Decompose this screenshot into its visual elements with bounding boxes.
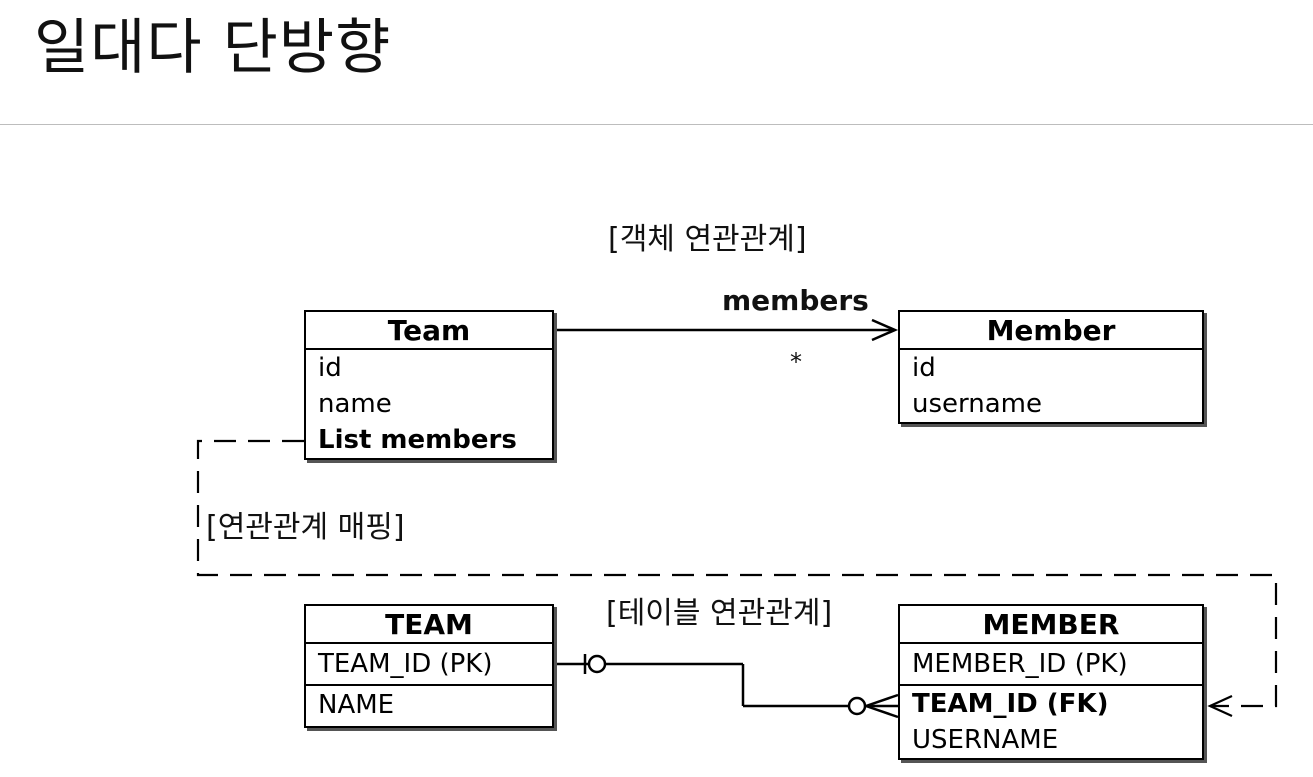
team-class-box: Team id name List members bbox=[304, 310, 554, 460]
table-relation-label: [테이블 연관관계] bbox=[606, 596, 833, 631]
many-circle bbox=[847, 696, 867, 716]
team-field-id: id bbox=[318, 353, 342, 383]
team-field-name: name bbox=[318, 389, 392, 419]
team-table-name: TEAM bbox=[306, 606, 552, 644]
member-field-id: id bbox=[912, 353, 936, 383]
one-circle bbox=[587, 654, 607, 674]
team-field-members: List members bbox=[318, 425, 517, 455]
member-class-name: Member bbox=[900, 312, 1202, 350]
mapping-arrowhead bbox=[1207, 694, 1233, 718]
relation-mapping-label: [연관관계 매핑] bbox=[206, 502, 405, 546]
team-class-name: Team bbox=[306, 312, 552, 350]
member-field-username: username bbox=[912, 389, 1042, 419]
member-class-box: Member id username bbox=[898, 310, 1204, 424]
member-column-team-id: TEAM_ID (FK) bbox=[912, 689, 1109, 719]
crowfoot-top bbox=[865, 693, 899, 708]
multiplicity-label: * bbox=[790, 348, 802, 376]
member-table-box: MEMBER MEMBER_ID (PK) TEAM_ID (FK) USERN… bbox=[898, 604, 1204, 760]
mapping-dashed-path bbox=[196, 439, 1278, 708]
association-name-label: members bbox=[722, 284, 869, 317]
team-column-team-id: TEAM_ID (PK) bbox=[306, 644, 552, 686]
title-divider bbox=[0, 124, 1313, 125]
member-column-member-id: MEMBER_ID (PK) bbox=[900, 644, 1202, 686]
association-arrowhead bbox=[871, 318, 899, 342]
crowfoot-bottom bbox=[865, 704, 899, 719]
page-title: 일대다 단방향 bbox=[34, 13, 392, 83]
member-column-username: USERNAME bbox=[912, 725, 1059, 755]
team-table-box: TEAM TEAM_ID (PK) NAME bbox=[304, 604, 554, 728]
member-table-name: MEMBER bbox=[900, 606, 1202, 644]
team-column-name: NAME bbox=[318, 690, 395, 720]
object-relation-label: [객체 연관관계] bbox=[608, 222, 807, 257]
